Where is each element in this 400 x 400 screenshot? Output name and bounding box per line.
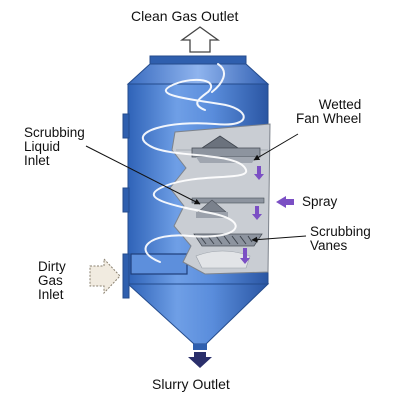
- wetted-fan-wheel: [191, 135, 261, 163]
- slurry-outlet-arrow-icon: [188, 352, 212, 368]
- dirty-gas-inlet-box: [130, 253, 188, 275]
- scrubbing-liquid-inlet-label: Scrubbing Liquid Inlet: [24, 125, 85, 168]
- pointer-scrubbing-vanes: [251, 235, 307, 243]
- vessel-bottom-cone: [126, 283, 270, 345]
- side-nozzle-middle: [122, 187, 130, 213]
- dirty-gas-inlet-arrow-icon: [89, 257, 121, 295]
- spray-arrow-icon: [276, 196, 294, 208]
- liquid-drop-arrows: [240, 166, 264, 264]
- side-nozzle-lower: [122, 253, 130, 299]
- scrubbing-liquid-nozzle: [191, 197, 265, 218]
- scrubbing-vanes-label: Scrubbing Vanes: [310, 224, 371, 253]
- wetted-fan-wheel-label: Wetted Fan Wheel: [296, 97, 362, 126]
- side-nozzle-upper: [122, 113, 130, 139]
- pointer-wetted-fan-wheel: [253, 133, 299, 161]
- dirty-gas-inlet-label: Dirty Gas Inlet: [38, 259, 66, 302]
- pointer-scrubbing-liquid-inlet: [85, 145, 201, 205]
- clean-gas-outlet-label: Clean Gas Outlet: [131, 8, 239, 24]
- slurry-outlet-label: Slurry Outlet: [152, 376, 230, 392]
- clean-gas-outlet-arrow-icon: [179, 26, 221, 53]
- gas-flow-swirl: [141, 63, 248, 263]
- vessel-top-cap: [126, 63, 270, 85]
- top-flange: [149, 55, 247, 65]
- spray-label: Spray: [302, 194, 338, 209]
- slurry-outlet-nozzle: [193, 344, 207, 350]
